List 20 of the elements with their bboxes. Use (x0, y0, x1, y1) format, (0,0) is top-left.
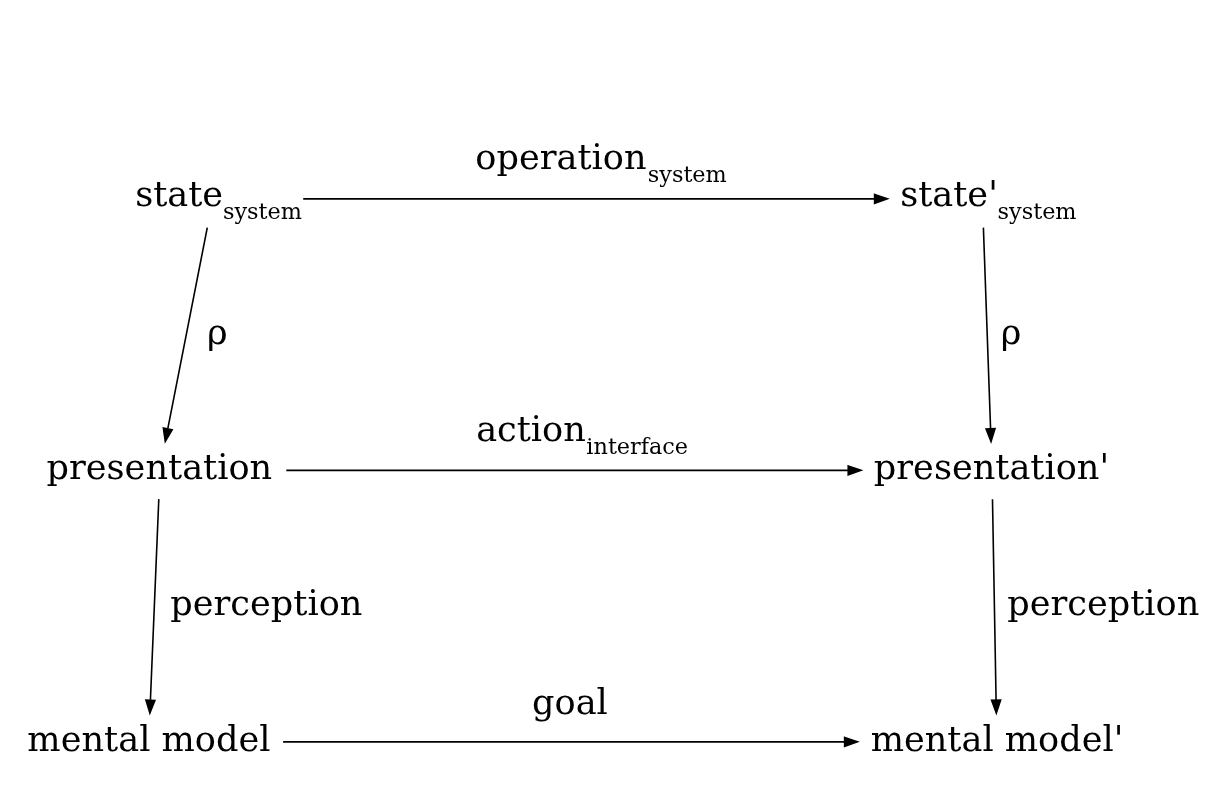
arrow (982, 226, 997, 444)
node-text: presentation' (873, 446, 1110, 488)
edge-label: operation$_{system}$ (475, 136, 727, 188)
arrow (285, 464, 864, 476)
edge-label: perception (1007, 582, 1200, 624)
arrow (990, 498, 1002, 716)
edge-label: action$_{interface}$ (476, 407, 689, 459)
node-text: mental model (27, 717, 271, 759)
arrow (282, 736, 860, 748)
edge-label: ρ (207, 310, 228, 352)
node-text: presentation (46, 446, 273, 488)
node-text: mental model' (870, 717, 1124, 759)
edge-label: goal (532, 681, 608, 723)
arrow (302, 193, 890, 205)
node-text: state$_{system}$ (135, 173, 302, 225)
edge-label: perception (170, 582, 363, 624)
node-text: state'$_{system}$ (900, 173, 1077, 225)
arrow (162, 226, 209, 444)
arrow (144, 498, 160, 716)
edge-label: ρ (1000, 310, 1022, 352)
